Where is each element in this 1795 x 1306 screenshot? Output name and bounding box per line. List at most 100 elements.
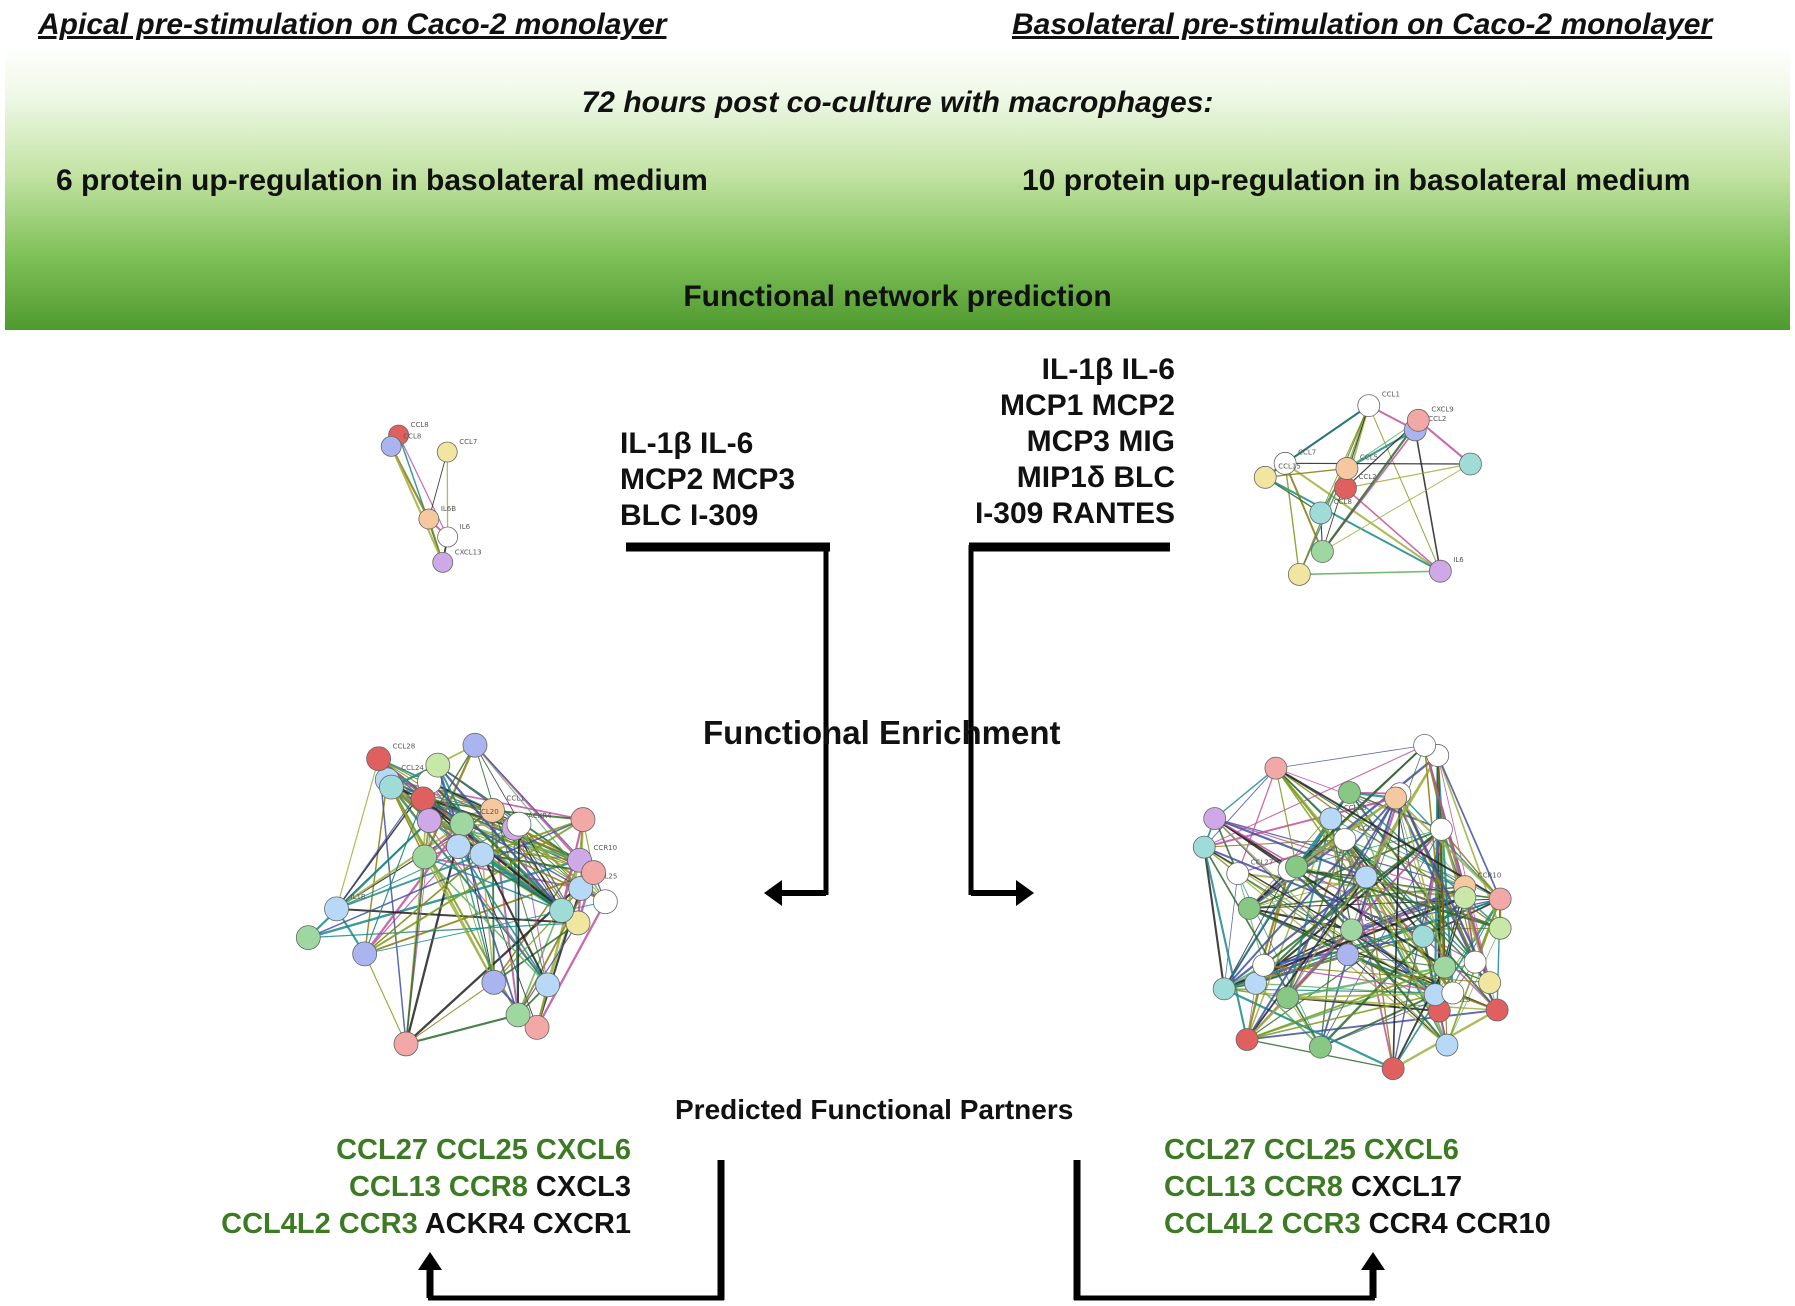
network-node-label: CCL25: [1358, 825, 1381, 833]
right-result: 10 protein up-regulation in basolateral …: [1022, 164, 1691, 197]
network-node: [1488, 887, 1512, 911]
network-edge: [1285, 462, 1471, 465]
network-node: [481, 969, 507, 995]
network-edge: [491, 810, 520, 1016]
network-edge: [1214, 817, 1465, 888]
prediction-label: Functional network prediction: [683, 280, 1112, 313]
left-protein-line: MCP2 MCP3: [620, 463, 796, 496]
network-edge: [1295, 866, 1448, 1046]
network-edge: [405, 981, 495, 1045]
network-edge: [1263, 964, 1453, 994]
network-node: [412, 844, 438, 870]
network-node: [506, 811, 532, 837]
network-edge: [1263, 828, 1443, 967]
network-node-label: CCL8: [1334, 498, 1352, 506]
network-edge: [1436, 755, 1501, 900]
network-node: [1212, 977, 1236, 1001]
network-node-label: CCR10: [1478, 872, 1502, 880]
left-arrowhead: [764, 880, 782, 906]
network-edge: [536, 901, 607, 1028]
network-node-label: IL6B: [441, 505, 456, 513]
network-node: [1340, 918, 1364, 942]
network-node-label: CCL8: [411, 421, 429, 429]
right-partners-line3-black: CCR4 CCR10: [1368, 1208, 1551, 1240]
network-node-label: CCL5: [1360, 453, 1378, 461]
network-node: [462, 732, 488, 758]
network-node-label: IL6: [1453, 556, 1464, 564]
network-node: [437, 526, 459, 548]
network-edge: [1287, 996, 1498, 1011]
network-edge: [1203, 797, 1396, 849]
network-edge: [422, 797, 579, 924]
network-edge: [364, 798, 424, 955]
summary-band: [5, 46, 1790, 330]
network-edge: [1423, 745, 1491, 983]
network-edge: [308, 922, 578, 939]
network-node: [1463, 950, 1487, 974]
network-edge: [1345, 463, 1471, 489]
network-edge: [1237, 767, 1277, 874]
network-edge: [1322, 463, 1471, 552]
network-node: [1406, 408, 1430, 432]
basolateral-header: Basolateral pre-stimulation on Caco-2 mo…: [1012, 8, 1713, 41]
network-edge: [493, 922, 579, 984]
network-edge: [517, 922, 579, 1016]
network-edge: [424, 856, 562, 912]
network-node: [1336, 943, 1360, 967]
network-node: [1411, 924, 1435, 948]
left-partners-line2-green: CCL13 CCR8: [348, 1171, 528, 1203]
network-edge: [1255, 982, 1321, 1048]
time-label: 72 hours post co-culture with macrophage…: [581, 86, 1214, 119]
network-node: [436, 441, 458, 463]
network-node: [1252, 953, 1276, 977]
network-edge: [1414, 429, 1442, 572]
network-node: [1285, 855, 1308, 879]
network-edge: [1203, 846, 1249, 1040]
network-node: [570, 807, 596, 832]
network-edge: [1348, 791, 1501, 929]
network-node-label: CCL2: [1428, 415, 1446, 423]
network-edge: [336, 853, 483, 910]
network-edge: [1263, 964, 1490, 984]
network-node-label: CCL27: [1251, 859, 1274, 867]
network-node: [1192, 835, 1216, 859]
network-node-label: CCL15: [1278, 462, 1301, 470]
network-edge: [335, 823, 463, 910]
right-protein-line: I-309 RANTES: [974, 497, 1175, 530]
network-node: [1203, 807, 1227, 830]
network-node: [1253, 465, 1277, 489]
right-protein-line: MCP1 MCP2: [999, 389, 1175, 422]
network-node-label: CCL20: [476, 808, 499, 816]
functional-enrichment-label: Functional Enrichment: [703, 714, 1061, 751]
network-edge: [1296, 865, 1501, 930]
right-protein-line: MIP1δ BLC: [1016, 461, 1175, 494]
network-node: [1287, 563, 1311, 586]
network-edge: [1347, 745, 1426, 955]
network-node-label: CCL7: [1298, 448, 1316, 456]
network-node: [1333, 828, 1357, 851]
network-edge: [457, 846, 549, 986]
network-node: [1319, 807, 1343, 831]
network-node: [549, 898, 575, 923]
network-node: [1273, 451, 1297, 475]
network-edge: [1284, 463, 1301, 575]
network-edge: [518, 824, 549, 985]
left-up-arrowhead: [418, 1252, 442, 1270]
network-node: [1435, 1033, 1459, 1057]
network-node: [1478, 971, 1502, 995]
network-node: [1413, 733, 1437, 757]
network-node: [1441, 981, 1465, 1005]
network-edge: [423, 856, 495, 983]
network-node-label: CCL24: [401, 764, 424, 772]
left-result: 6 protein up-regulation in basolateral m…: [56, 164, 708, 197]
network-edge: [404, 823, 464, 1045]
network-edge: [1275, 768, 1298, 867]
network-edge: [364, 953, 407, 1045]
big-right-network: CXCL17CCL25CCR10CCR4CCL27CCL5CXCL16CCL28: [1192, 733, 1512, 1081]
network-node: [1384, 786, 1408, 810]
network-edge: [1436, 755, 1454, 994]
network-node-label: CCL8: [403, 432, 421, 440]
network-edge: [1368, 405, 1441, 572]
